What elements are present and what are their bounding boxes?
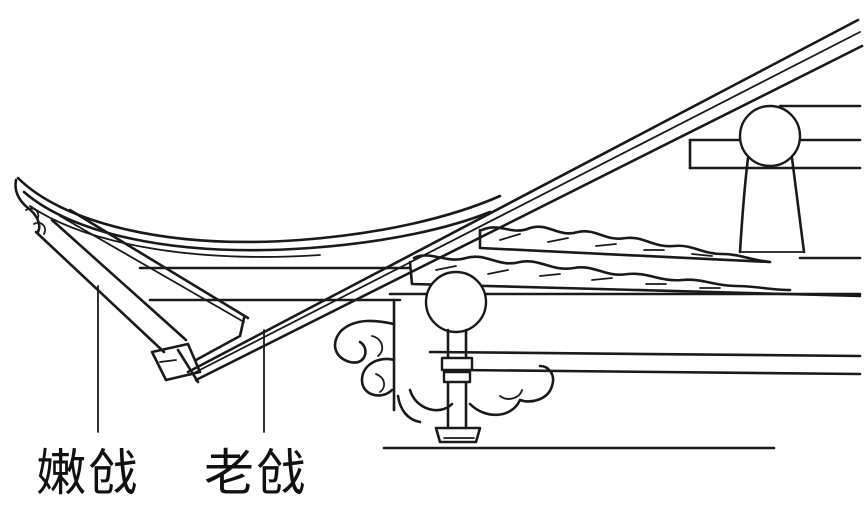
- upper-column-head: [738, 104, 806, 254]
- eave-beam: [138, 266, 412, 302]
- label-laoqiang: 老戗: [204, 444, 308, 502]
- upturned-eave-curve: [16, 176, 502, 258]
- upper-tile-row: [478, 225, 772, 264]
- lower-column-post: [424, 270, 488, 444]
- leader-lines: [97, 285, 265, 433]
- main-rafter: [176, 18, 864, 384]
- cloud-bracket-left: [333, 298, 396, 412]
- eave-tip-ornament: [14, 178, 46, 235]
- sloped-rafter: [34, 208, 250, 382]
- label-nenqiang: 嫩戗: [36, 444, 140, 502]
- cloud-bracket-right: [396, 364, 555, 424]
- lower-tile-row: [408, 254, 862, 298]
